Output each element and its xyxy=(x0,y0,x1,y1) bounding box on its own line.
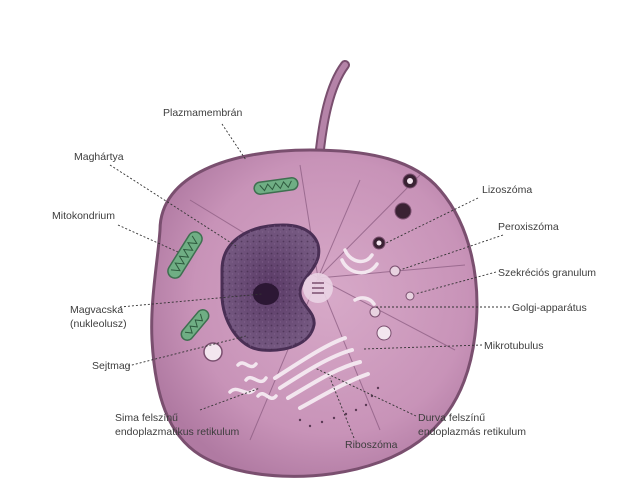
label-sima-er-line2: endoplazmatikus retikulum xyxy=(115,426,240,438)
label-peroxiszoma: Peroxiszóma xyxy=(498,221,559,233)
label-maghartya: Maghártya xyxy=(74,151,124,163)
label-szekrecios-granulum: Szekréciós granulum xyxy=(498,267,597,279)
label-sejtmag: Sejtmag xyxy=(92,360,131,372)
label-magvacska-line2: (nukleolusz) xyxy=(70,318,127,330)
centrosome xyxy=(303,273,333,303)
label-sima-er-line1: Sima felszínű xyxy=(115,412,179,424)
label-durva-er: Durva felszínű endoplazmás retikulum xyxy=(418,411,526,439)
label-riboszoma: Riboszóma xyxy=(345,439,398,451)
vesicles xyxy=(203,173,418,362)
label-durva-er-line2: endoplazmás retikulum xyxy=(418,426,526,438)
label-golgi: Golgi-apparátus xyxy=(512,302,587,314)
nucleolus xyxy=(253,283,279,305)
label-durva-er-line1: Durva felszínű xyxy=(418,412,486,424)
label-plazmamembran: Plazmamembrán xyxy=(163,107,243,119)
leader-lines xyxy=(109,123,510,439)
smooth-er xyxy=(228,361,278,400)
rough-er xyxy=(273,336,370,410)
label-sima-er: Sima felszínű endoplazmatikus retikulum xyxy=(115,411,239,439)
label-magvacska-line1: Magvacska xyxy=(70,304,124,316)
label-mitokondrium: Mitokondrium xyxy=(52,210,116,222)
label-mikrotubulus: Mikrotubulus xyxy=(484,340,544,352)
label-lizoszoma: Lizoszóma xyxy=(482,184,533,196)
mitochondria xyxy=(167,177,299,341)
golgi-apparatus xyxy=(340,248,379,306)
label-magvacska: Magvacska (nukleolusz) xyxy=(70,303,127,331)
ribosome-dots xyxy=(298,386,380,428)
cell-membrane xyxy=(150,148,479,478)
